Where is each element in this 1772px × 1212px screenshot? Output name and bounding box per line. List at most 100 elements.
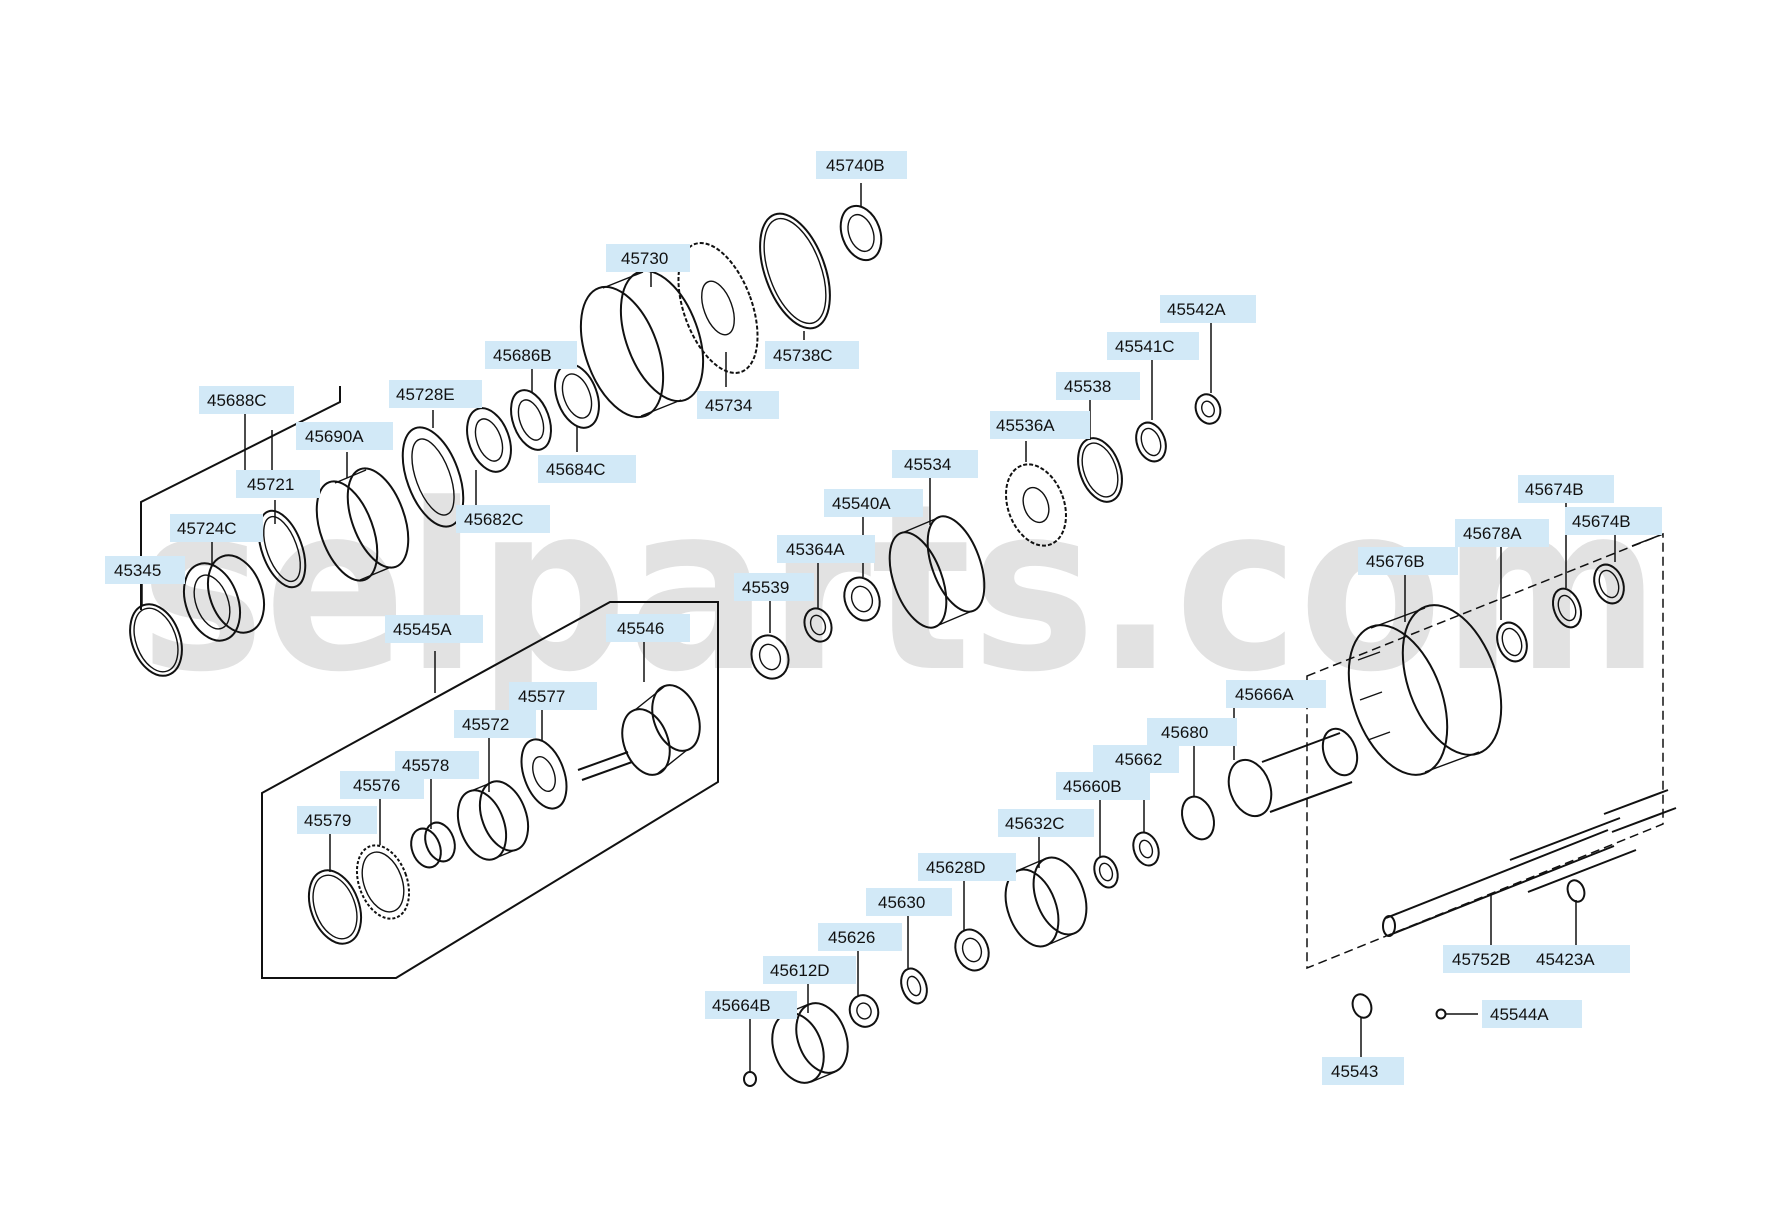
callout-45676b[interactable]: 45676B: [1358, 547, 1458, 575]
washer-45541c: [1135, 421, 1167, 463]
callout-45579[interactable]: 45579: [297, 806, 377, 834]
callout-label: 45630: [878, 893, 925, 912]
callout-45572[interactable]: 45572: [454, 710, 536, 738]
callout-45423a[interactable]: 45423A: [1528, 945, 1630, 973]
callout-45674b-right[interactable]: 45674B: [1565, 507, 1662, 535]
callout-label: 45728E: [396, 385, 455, 404]
callout-45543[interactable]: 45543: [1322, 1057, 1404, 1085]
callout-45540a[interactable]: 45540A: [824, 489, 923, 517]
callout-label: 45662: [1115, 750, 1162, 769]
callout-45628d[interactable]: 45628D: [918, 853, 1016, 881]
callout-45684c[interactable]: 45684C: [538, 455, 636, 483]
callout-45664b[interactable]: 45664B: [705, 991, 797, 1019]
callout-label: 45721: [247, 475, 294, 494]
callout-label: 45738C: [773, 346, 833, 365]
callout-45538[interactable]: 45538: [1056, 372, 1140, 400]
thrust-washer-45540a: [843, 576, 881, 622]
callout-45728e[interactable]: 45728E: [389, 380, 482, 408]
callout-label: 45543: [1331, 1062, 1378, 1081]
callout-label: 45680: [1161, 723, 1208, 742]
callout-45546[interactable]: 45546: [606, 614, 690, 642]
callout-45534[interactable]: 45534: [892, 450, 978, 478]
bearing-45674b-inner: [1551, 587, 1583, 629]
callout-45364a[interactable]: 45364A: [777, 535, 875, 563]
bearing-45542a: [1194, 393, 1222, 425]
callout-45680[interactable]: 45680: [1147, 718, 1237, 746]
callout-45738c[interactable]: 45738C: [765, 341, 859, 369]
callout-45730[interactable]: 45730: [606, 244, 690, 272]
leader-lines: [141, 183, 1616, 1072]
callout-45545a[interactable]: 45545A: [385, 615, 483, 643]
callout-label: 45740B: [826, 156, 885, 175]
callout-45688c[interactable]: 45688C: [199, 386, 294, 414]
callout-label: 45536A: [996, 416, 1055, 435]
callout-45542a[interactable]: 45542A: [1160, 295, 1256, 323]
callout-label: 45660B: [1063, 777, 1122, 796]
callout-45752b[interactable]: 45752B: [1443, 945, 1539, 973]
bearing-45674b-outer: [1593, 563, 1625, 605]
callout-45626[interactable]: 45626: [818, 923, 902, 951]
callout-label: 45752B: [1452, 950, 1511, 969]
sun-gear-shaft-45666a: [1227, 727, 1359, 818]
callout-45630[interactable]: 45630: [866, 888, 952, 916]
ring-gear-45534: [888, 515, 986, 629]
callout-45674b-top[interactable]: 45674B: [1518, 475, 1614, 503]
callout-label: 45542A: [1167, 300, 1226, 319]
callout-45577[interactable]: 45577: [509, 682, 597, 710]
ring-45721: [257, 509, 307, 589]
callout-label: 45664B: [712, 996, 771, 1015]
bearing-45740b: [839, 204, 883, 262]
callout-label: 45544A: [1490, 1005, 1549, 1024]
callout-45724c[interactable]: 45724C: [170, 514, 263, 542]
bearing-45724c: [182, 554, 266, 642]
thrust-washer-45539: [750, 634, 790, 680]
callout-45721[interactable]: 45721: [236, 470, 320, 498]
callout-45682c[interactable]: 45682C: [456, 505, 550, 533]
callout-label: 45576: [353, 776, 400, 795]
callout-45345[interactable]: 45345: [105, 556, 185, 584]
plate-45576: [355, 844, 411, 920]
callout-45632c[interactable]: 45632C: [998, 809, 1094, 837]
callout-45576[interactable]: 45576: [340, 771, 424, 799]
bearing-45630: [900, 967, 928, 1005]
callout-label: 45534: [904, 455, 951, 474]
callout-label: 45730: [621, 249, 668, 268]
callout-45541c[interactable]: 45541C: [1107, 332, 1199, 360]
callout-label: 45734: [705, 396, 752, 415]
callout-label: 45632C: [1005, 814, 1065, 833]
washer-45660b: [1093, 855, 1119, 889]
washer-45684c: [554, 363, 600, 429]
callout-45539[interactable]: 45539: [734, 573, 814, 601]
callout-label: 45612D: [770, 961, 830, 980]
callout-45740b[interactable]: 45740B: [816, 151, 907, 179]
callout-45686b[interactable]: 45686B: [485, 341, 577, 369]
callout-45536a[interactable]: 45536A: [990, 411, 1090, 439]
callout-45662[interactable]: 45662: [1093, 745, 1179, 773]
callout-label: 45724C: [177, 519, 237, 538]
washer-45682c: [466, 407, 512, 473]
callout-45734[interactable]: 45734: [697, 391, 779, 419]
callout-label: 45678A: [1463, 524, 1522, 543]
output-shaft-45752b: [1382, 789, 1677, 937]
assembly-frame-output-shaft: [1306, 532, 1664, 970]
plate-45577: [520, 738, 568, 810]
snap-ring-45680: [1181, 795, 1215, 841]
callout-45612d[interactable]: 45612D: [763, 956, 856, 984]
callout-label: 45538: [1064, 377, 1111, 396]
drum-45676b: [1347, 604, 1503, 776]
snap-ring-45579: [307, 869, 363, 945]
assembly-frame-45545a: [261, 601, 719, 979]
thrust-washer-45628d: [954, 928, 990, 972]
callout-45660b[interactable]: 45660B: [1056, 772, 1150, 800]
callout-label: 45541C: [1115, 337, 1175, 356]
callout-label: 45423A: [1536, 950, 1595, 969]
callout-label: 45577: [518, 687, 565, 706]
bearing-45686b: [510, 389, 552, 451]
callout-45544a[interactable]: 45544A: [1482, 1000, 1582, 1028]
bearing-45578: [410, 821, 456, 869]
callout-45666a[interactable]: 45666A: [1226, 680, 1326, 708]
callout-45690a[interactable]: 45690A: [296, 422, 393, 450]
callout-label: 45546: [617, 619, 664, 638]
callout-45678a[interactable]: 45678A: [1455, 519, 1549, 547]
